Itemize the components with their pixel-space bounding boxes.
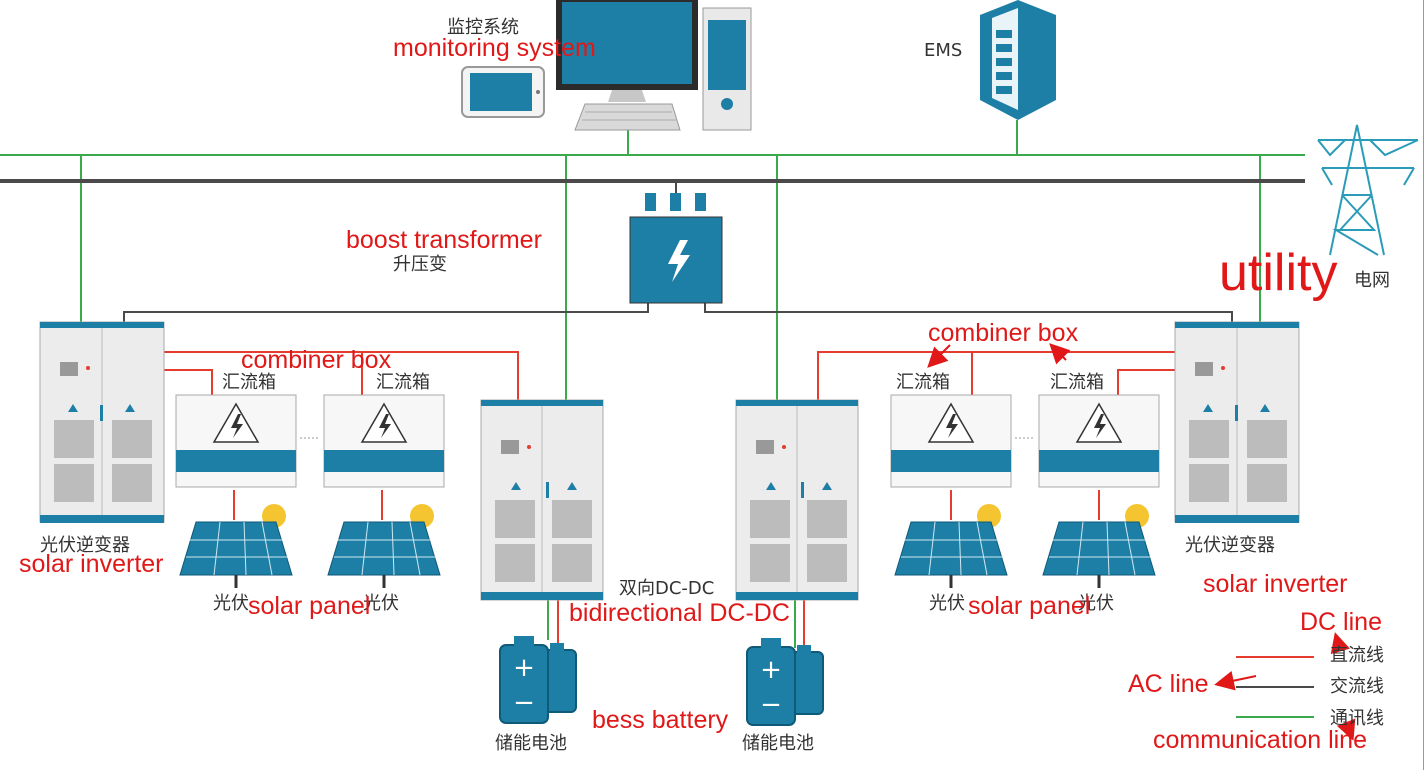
panel-label-en-left: solar panel [248,592,371,620]
svg-text:−: − [760,690,782,720]
annotation-arrows [927,343,1356,741]
combiner-box-3 [890,394,1012,488]
legend-lines [1236,656,1314,718]
panel-label-cn-4: 光伏 [1078,593,1114,614]
combiner-label-cn-2: 汇流箱 [376,372,430,393]
transformer-label-en: boost transformer [346,226,542,254]
combiner-label-cn-3: 汇流箱 [896,372,950,393]
panel-label-cn-3: 光伏 [929,593,965,614]
transformer-icon [629,193,723,304]
combiner-box-1 [175,394,297,488]
ac-lines [0,179,1305,322]
monitor-icon [556,0,698,131]
utility-label-cn: 电网 [1354,270,1390,291]
legend-ac-en: AC line [1128,670,1209,698]
battery-left-icon: + − [499,636,577,724]
solar-inverter-right [1174,321,1300,523]
legend-comm-cn: 通讯线 [1330,708,1384,729]
dcdc-cabinet-right [735,399,859,601]
tablet-icon [461,66,545,118]
dc-lines [162,351,1178,652]
combiner-box-2 [323,394,445,488]
combiner-label-en-right: combiner box [928,319,1079,347]
panel-label-cn-2: 光伏 [363,593,399,614]
combiner-box-4 [1038,394,1160,488]
svg-text:+: + [760,655,782,685]
computer-tower-icon [702,7,752,131]
transformer-label-cn: 升压变 [393,254,447,275]
solar-panel-2 [327,504,441,588]
battery-label-cn-right: 储能电池 [742,733,814,754]
inverter-label-en-left: solar inverter [19,550,164,578]
svg-text:+: + [513,653,535,683]
solar-panel-3 [894,504,1008,588]
panel-label-en-right: solar panel [968,592,1091,620]
monitoring-label-en: monitoring system [393,34,596,62]
combiner-label-cn-1: 汇流箱 [222,372,276,393]
svg-text:−: − [513,688,535,718]
ems-label: EMS [924,40,963,61]
dcdc-cabinet-left [480,399,604,601]
inverter-label-cn-left: 光伏逆变器 [40,535,130,556]
dcdc-label-cn: 双向DC-DC [619,578,715,599]
solar-panel-1 [179,504,293,588]
battery-label-cn-left: 储能电池 [495,733,567,754]
utility-label-en: utility [1219,244,1338,302]
combiner-label-cn-4: 汇流箱 [1050,372,1104,393]
inverter-label-en-right: solar inverter [1203,570,1348,598]
combiner-label-en-left: combiner box [241,346,392,374]
inverter-label-cn-right: 光伏逆变器 [1185,535,1275,556]
legend-dc-en: DC line [1300,608,1382,636]
ems-server-icon [980,0,1056,120]
dcdc-label-en: bidirectional DC-DC [569,599,790,627]
panel-label-cn-1: 光伏 [213,593,249,614]
solar-panel-4 [1042,504,1156,588]
solar-inverter-left [39,321,165,523]
legend-comm-en: communication line [1153,726,1367,754]
battery-right-icon: + − [746,638,824,726]
legend-ac-cn: 交流线 [1330,676,1384,697]
legend-dc-cn: 直流线 [1330,645,1384,666]
utility-tower-icon [1317,124,1419,256]
monitoring-label-cn: 监控系统 [447,17,519,38]
battery-label-en: bess battery [592,706,729,734]
